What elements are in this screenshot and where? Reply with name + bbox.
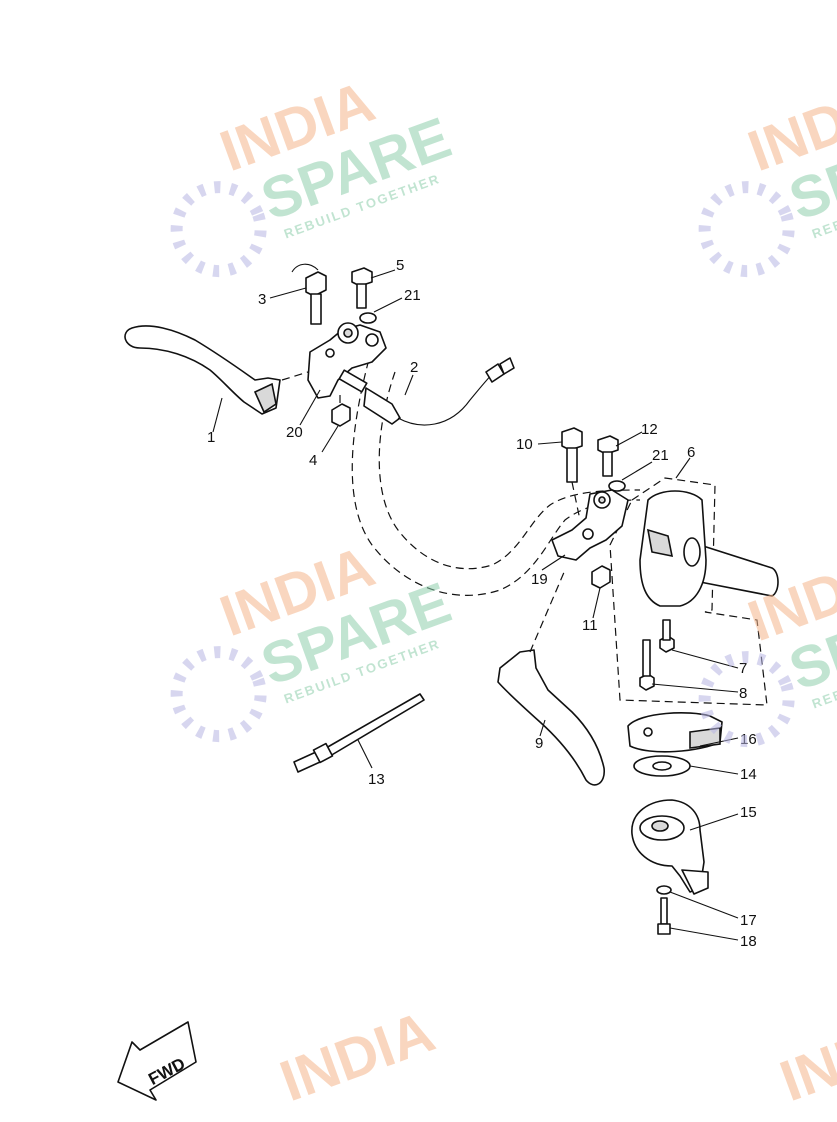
throttle-grip (699, 544, 779, 597)
bolt-12 (597, 431, 643, 477)
screw-8 (639, 639, 739, 693)
callout-7: 7 (739, 660, 747, 677)
bolt-5 (351, 267, 396, 309)
callout-2: 2 (410, 359, 418, 376)
watermark-3: INDIA SPARE REBUILD TOGETHER (170, 534, 459, 743)
clutch-switch-cable (338, 357, 515, 426)
switch-assembly-box (609, 477, 768, 706)
watermark-1: INDIA SPARE REBUILD TOGETHER (170, 69, 459, 278)
bolt-10 (537, 427, 583, 521)
callout-21-right: 21 (652, 447, 669, 464)
callout-4: 4 (309, 452, 317, 469)
washer-21-right (608, 461, 653, 492)
cable-tie (293, 693, 425, 773)
watermark-icon (698, 181, 795, 278)
callout-14: 14 (740, 766, 757, 783)
watermark-5: INDIA (272, 999, 443, 1114)
watermark-icon (698, 651, 795, 748)
callout-20: 20 (286, 424, 303, 441)
callout-18: 18 (740, 933, 757, 950)
clutch-lever (124, 325, 309, 433)
callout-1: 1 (207, 429, 215, 446)
watermark-icon (170, 646, 267, 743)
callout-labels: 1 2 3 4 5 6 7 8 9 10 11 12 13 14 15 16 1… (207, 257, 757, 950)
callout-11: 11 (582, 617, 598, 634)
svg-text:INDIA: INDIA (272, 999, 443, 1114)
callout-12: 12 (641, 421, 658, 438)
watermark-2: INDIA SPARE REBUILD TOGETHER (698, 69, 837, 278)
switch-cover (627, 712, 739, 753)
screw-18 (657, 897, 739, 941)
callout-21-left: 21 (404, 287, 421, 304)
washer-17 (656, 885, 739, 919)
handlebar-outline (351, 347, 641, 596)
callout-9: 9 (535, 735, 543, 752)
callout-10: 10 (516, 436, 533, 453)
callout-8: 8 (739, 685, 747, 702)
callout-5: 5 (396, 257, 404, 274)
brake-lever (497, 569, 605, 786)
callout-19: 19 (531, 571, 548, 588)
watermark-6: INDIA (772, 999, 837, 1114)
callout-17: 17 (740, 912, 757, 929)
washer-21-left (359, 297, 403, 324)
watermark-icon (170, 181, 267, 278)
callout-15: 15 (740, 804, 757, 821)
callout-3: 3 (258, 291, 266, 308)
bolt-3 (269, 263, 327, 325)
fwd-arrow: FWD (117, 1021, 197, 1101)
svg-text:INDIA: INDIA (772, 999, 837, 1114)
pulley-housing (631, 799, 739, 895)
callout-6: 6 (687, 444, 695, 461)
lever-holder (299, 322, 387, 426)
nut-4 (321, 395, 351, 453)
brake-holder (541, 489, 629, 571)
washer-14 (633, 755, 739, 777)
nut-11 (591, 565, 611, 619)
callout-13: 13 (368, 771, 385, 788)
switch-housing (639, 457, 707, 607)
screw-7 (659, 619, 739, 669)
